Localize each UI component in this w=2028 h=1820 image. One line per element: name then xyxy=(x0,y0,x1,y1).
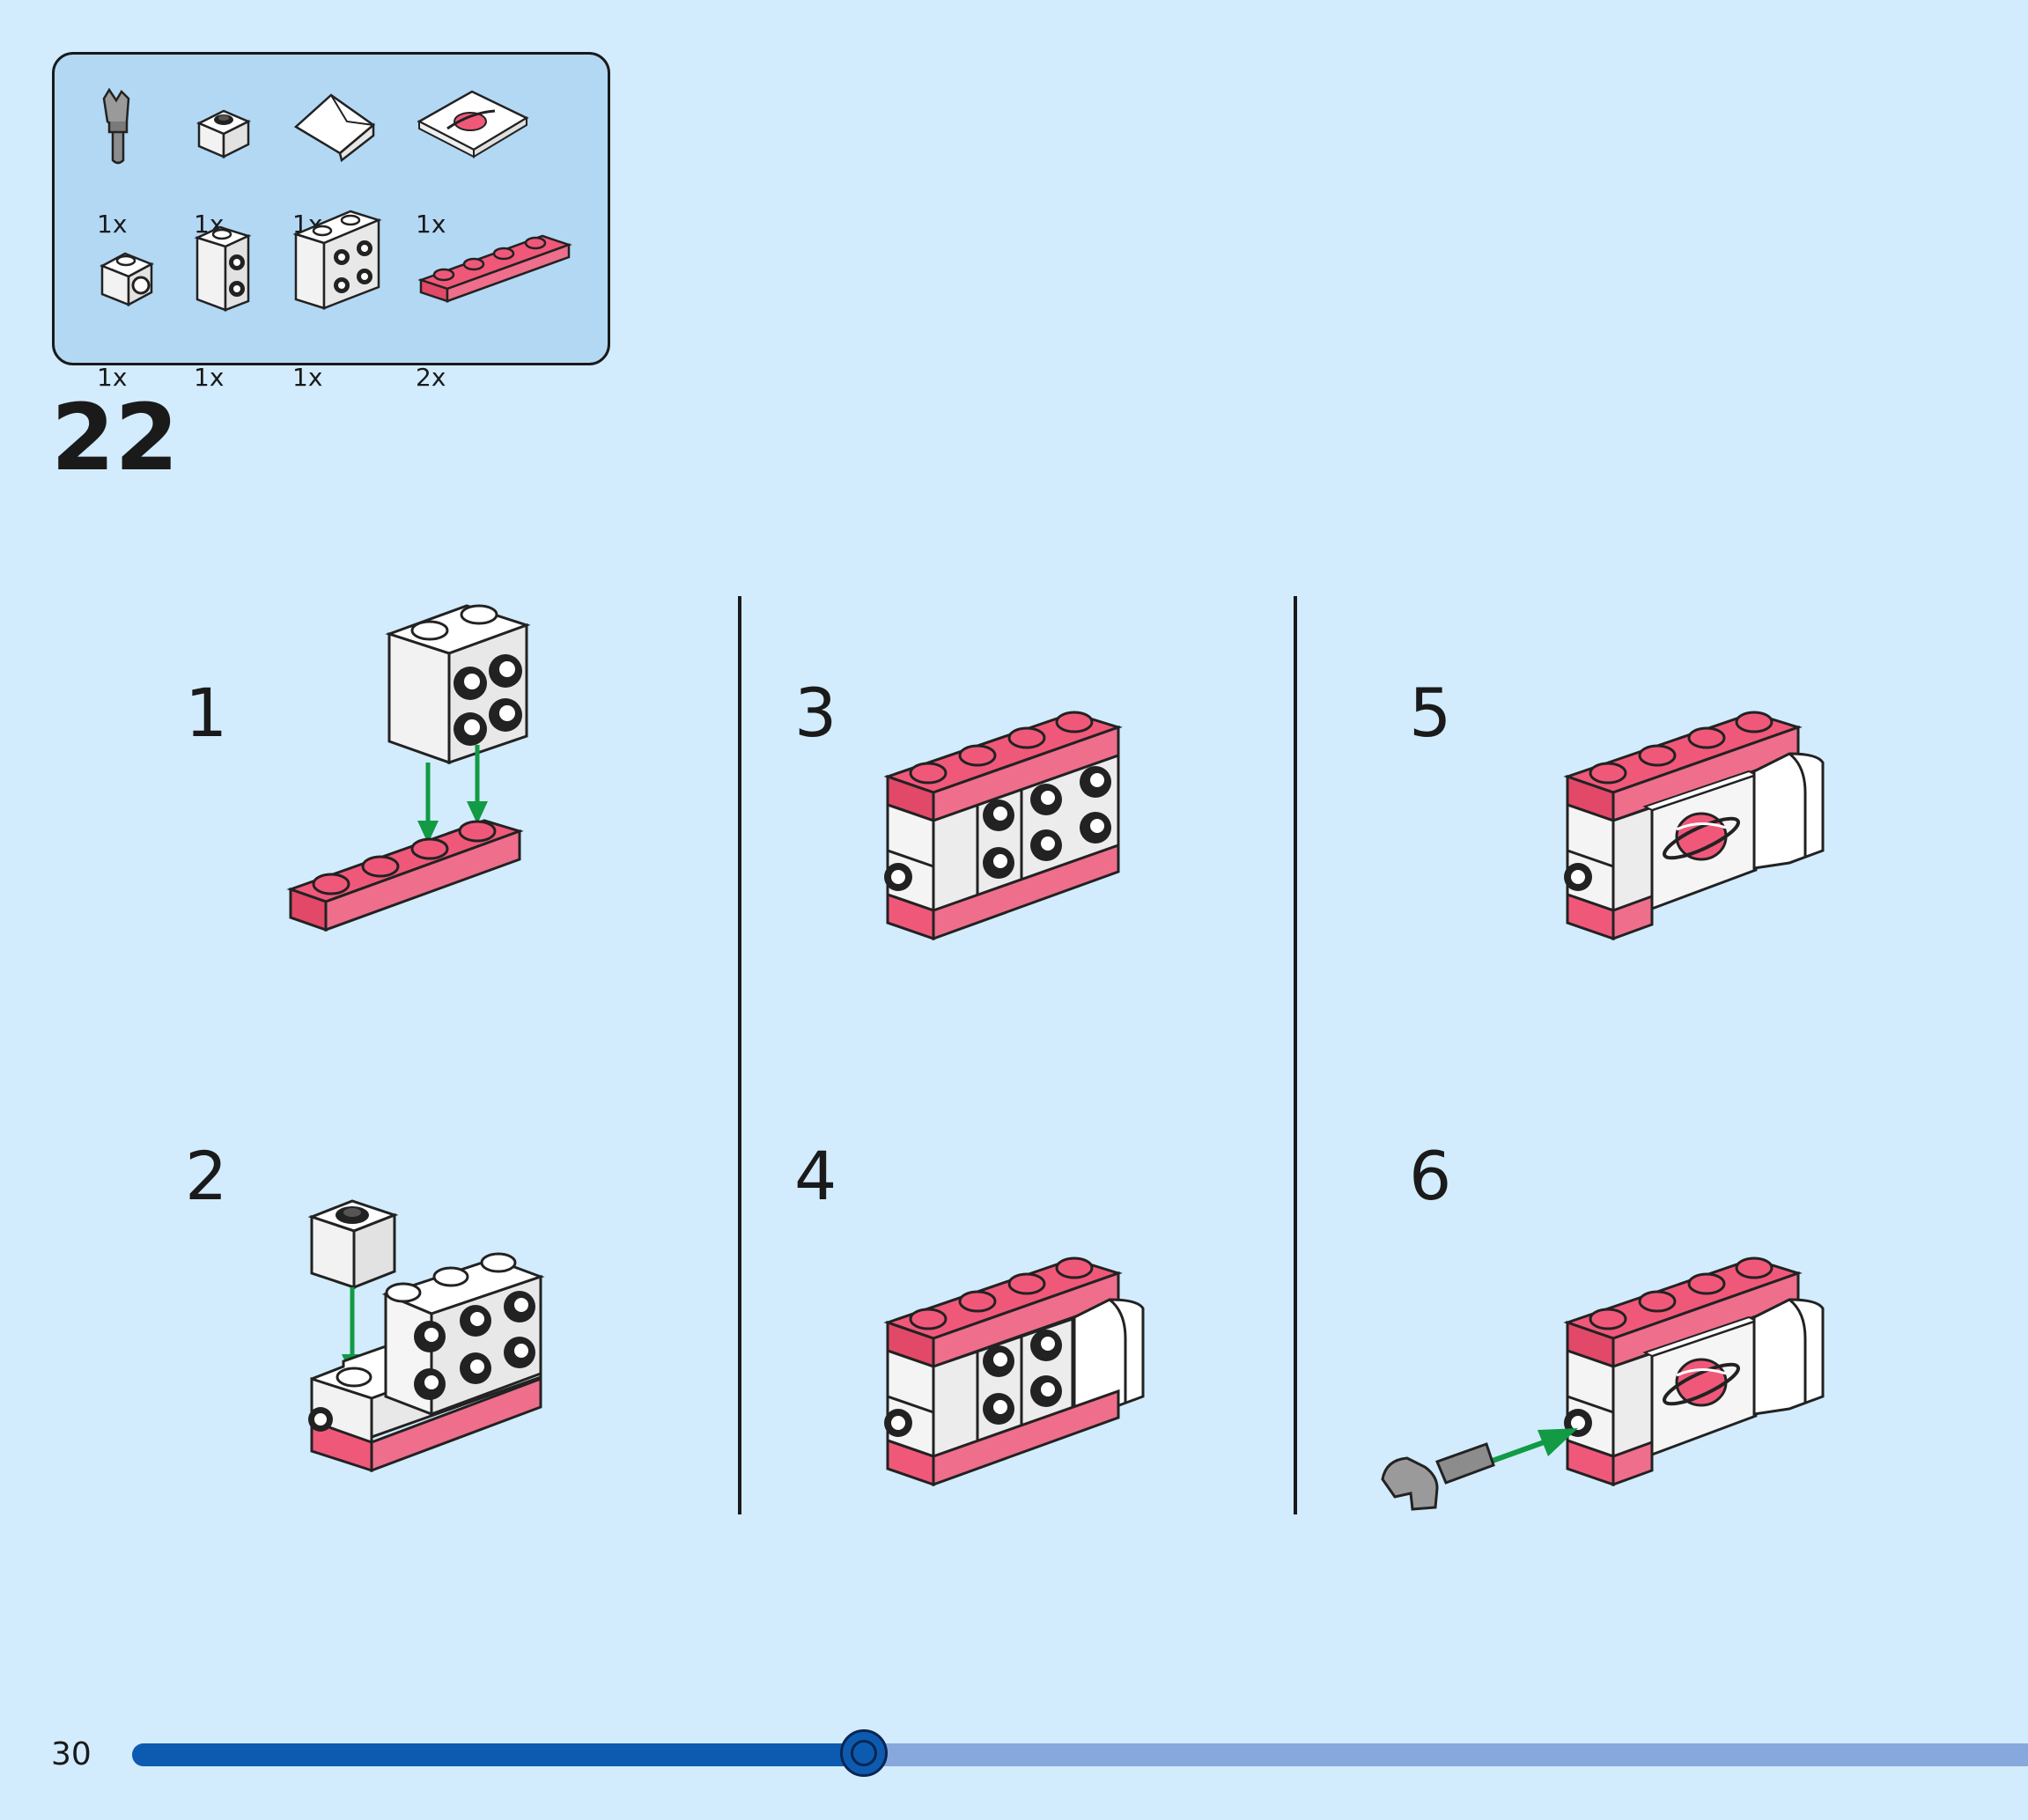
page-number: 30 xyxy=(51,1736,92,1772)
printed-planet-tile-icon xyxy=(417,90,529,158)
part-qty: 1x xyxy=(194,363,225,392)
part-side-stud-brick-1x1: 1x xyxy=(97,239,176,392)
part-pink-plate-1x4: 2x xyxy=(416,225,574,392)
white-1x2-side-stud-brick-icon xyxy=(194,225,252,312)
substep-number: 1 xyxy=(185,674,228,752)
parts-list-box: 1x 1x 1x 1x xyxy=(52,52,610,392)
part-printed-tile: 1x xyxy=(416,86,539,239)
white-slope-icon xyxy=(293,93,376,163)
part-white-brick-1x1: 1x xyxy=(194,99,273,239)
white-2x2-side-stud-brick-icon xyxy=(292,210,382,310)
substep-1-illustration xyxy=(286,604,531,932)
substep-number: 5 xyxy=(1409,674,1452,752)
pink-1x4-plate-icon xyxy=(417,234,572,303)
part-qty: 1x xyxy=(416,210,446,239)
substep-4-illustration xyxy=(883,1256,1145,1487)
part-side-stud-brick-1x2: 1x xyxy=(194,218,264,392)
white-1x1-brick-icon xyxy=(196,109,251,159)
column-divider xyxy=(1294,596,1297,1514)
part-side-stud-brick-2x2: 1x xyxy=(292,204,389,392)
part-qty: 1x xyxy=(97,210,128,239)
substep-number: 6 xyxy=(1409,1137,1452,1215)
minifig-wrench-icon xyxy=(102,87,130,165)
progress-bar-fill xyxy=(132,1743,865,1766)
part-white-slope: 1x xyxy=(292,90,380,239)
substep-number: 2 xyxy=(185,1137,228,1215)
progress-bar xyxy=(132,1729,2028,1777)
substep-2-illustration xyxy=(307,1199,545,1473)
part-qty: 1x xyxy=(292,363,323,392)
part-qty: 1x xyxy=(97,363,128,392)
part-wrench: 1x xyxy=(97,86,167,239)
substep-number: 3 xyxy=(794,674,837,752)
part-qty: 2x xyxy=(416,363,446,392)
substep-number: 4 xyxy=(794,1137,837,1215)
column-divider xyxy=(738,596,741,1514)
substep-5-illustration xyxy=(1563,711,1825,941)
substep-3-illustration xyxy=(883,711,1123,941)
progress-knob-icon xyxy=(840,1729,889,1777)
step-number: 22 xyxy=(51,384,179,491)
substep-6-illustration xyxy=(1381,1256,1825,1511)
white-1x1-side-stud-brick-icon xyxy=(100,252,154,307)
